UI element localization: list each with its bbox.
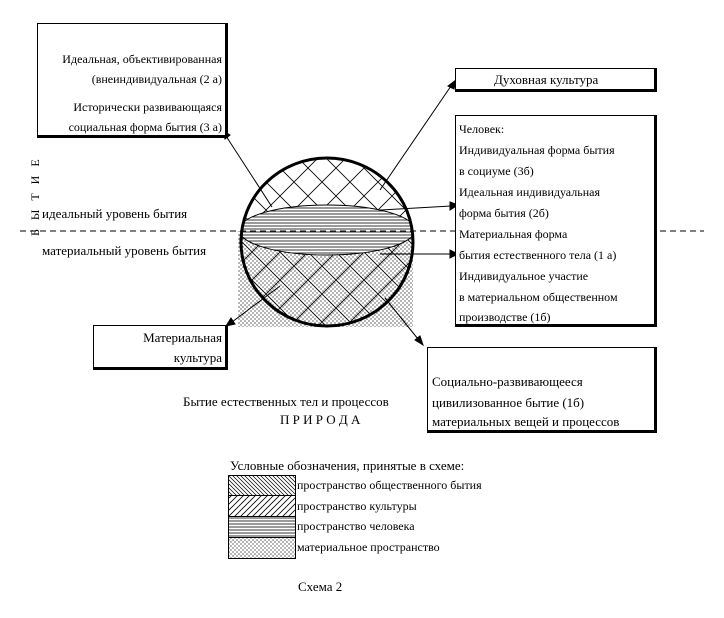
person-line-8: Индивидуальное участие: [459, 269, 589, 283]
material-culture-line-1: Материальная: [143, 330, 222, 345]
legend-label-human: пространство человека: [297, 519, 415, 533]
legend-swatch-social: [228, 475, 296, 496]
legend-swatch-human: [228, 516, 296, 538]
legend-swatch-culture: [228, 495, 296, 517]
spiritual-culture-label: Духовная культура: [494, 72, 599, 87]
being-circle: [239, 156, 415, 328]
legend-label-culture: пространство культуры: [297, 499, 417, 513]
social-line-1: Социально-развивающееся: [432, 374, 583, 389]
left-box-line-1: Идеальная, объективированная: [62, 52, 222, 66]
person-line-6: Материальная форма: [459, 227, 568, 241]
person-line-2: Индивидуальная форма бытия: [459, 143, 615, 157]
person-line-4: Идеальная индивидуальная: [459, 185, 600, 199]
objectified-being-box: Идеальная, объективированная (внеиндивид…: [37, 23, 228, 138]
legend-swatches: [228, 475, 296, 559]
left-box-line-3: Исторически развивающаяся: [73, 100, 222, 114]
nature-label: П Р И Р О Д А: [280, 412, 361, 427]
left-box-line-4: социальная форма бытия (3 а): [68, 120, 222, 134]
person-line-3: в социуме (3б): [459, 164, 534, 178]
spiritual-culture-box: Духовная культура: [455, 68, 657, 92]
material-culture-line-2: культура: [173, 350, 222, 365]
social-being-space: [241, 158, 413, 326]
scheme-caption: Схема 2: [298, 579, 343, 594]
person-box: Человек: Индивидуальная форма бытия в со…: [455, 115, 657, 327]
person-line-5: форма бытия (2б): [459, 206, 549, 220]
person-line-1: Человек:: [459, 122, 505, 136]
natural-being-label: Бытие естественных тел и процессов: [183, 394, 389, 409]
person-line-7: бытия естественного тела (1 а): [459, 248, 617, 262]
person-line-10: производстве (1б): [459, 310, 551, 324]
ideal-level-label: идеальный уровень бытия: [42, 206, 188, 221]
material-level-label: материальный уровень бытия: [42, 243, 207, 258]
left-box-line-2: (внеиндивидуальная (2 а): [91, 72, 222, 86]
legend-label-social: пространство общественного бытия: [297, 478, 482, 492]
person-line-9: в материальном общественном: [459, 290, 618, 304]
material-culture-box: Материальная культура: [93, 325, 228, 370]
social-line-2: цивилизованное бытие (1б): [432, 395, 585, 410]
social-being-box: Социально-развивающееся цивилизованное б…: [427, 347, 657, 433]
being-vertical-label: Б Ы Т И Е: [28, 156, 42, 236]
social-line-3: материальных вещей и процессов: [432, 414, 620, 429]
legend-label-material: материальное пространство: [297, 540, 440, 554]
legend-swatch-material: [228, 537, 296, 559]
legend-title: Условные обозначения, принятые в схеме:: [230, 458, 465, 473]
